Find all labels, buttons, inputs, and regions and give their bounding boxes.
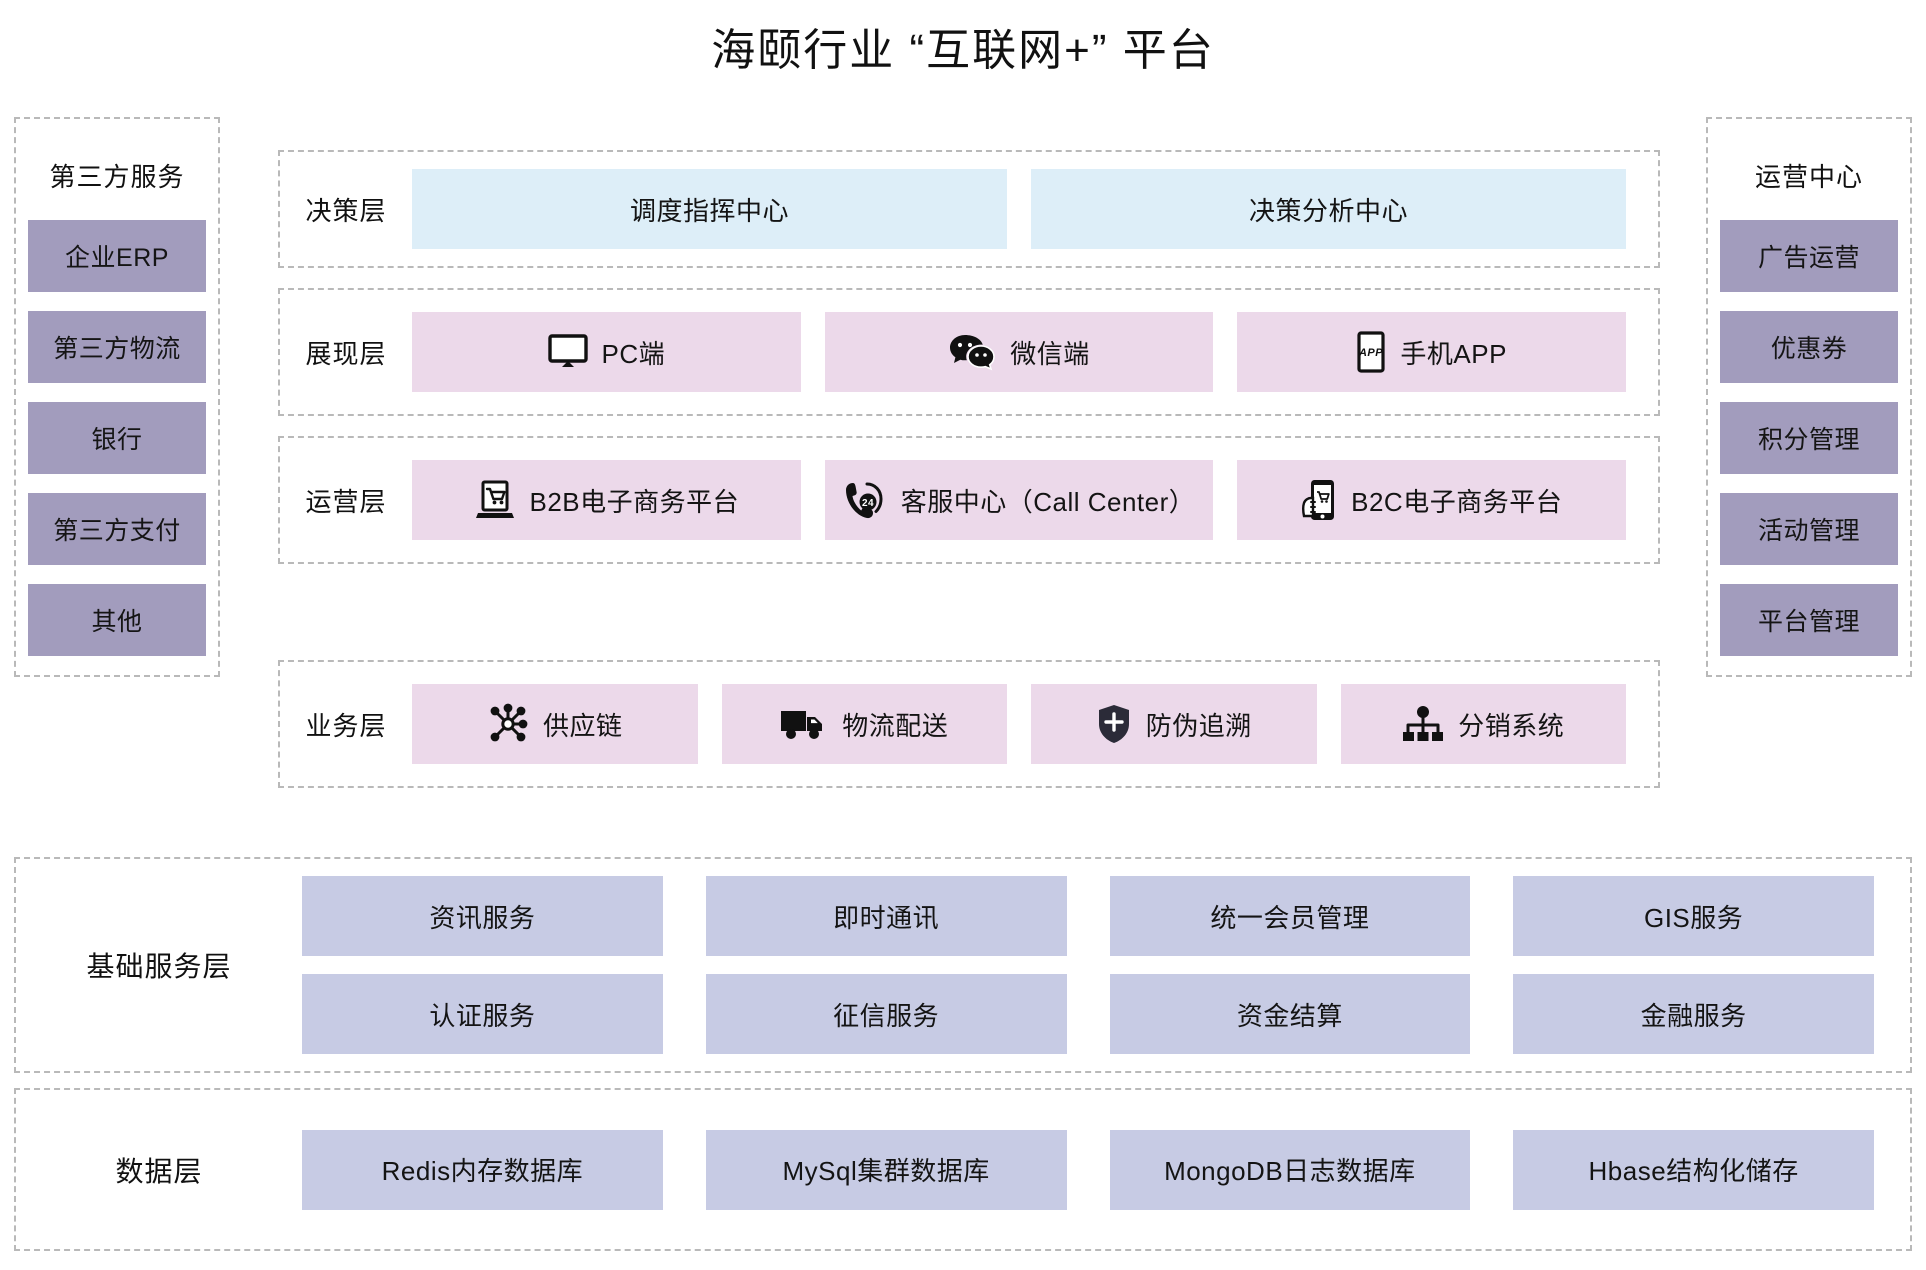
basic-service-item-5[interactable]: 征信服务 — [705, 974, 1067, 1054]
right-panel-operations-center: 运营中心 广告运营 优惠券 积分管理 活动管理 平台管理 — [1706, 117, 1912, 677]
left-panel-item-0[interactable]: 企业ERP — [28, 220, 206, 292]
basic-service-item-6[interactable]: 资金结算 — [1109, 974, 1471, 1054]
band-data-layer: 数据层 Redis内存数据库 MySql集群数据库 MongoDB日志数据库 H… — [14, 1088, 1912, 1251]
svg-text:24: 24 — [862, 498, 874, 509]
data-layer-item-0[interactable]: Redis内存数据库 — [302, 1129, 663, 1210]
cell-label: PC端 — [601, 338, 666, 369]
cell-label: B2C电子商务平台 — [1351, 486, 1563, 517]
left-panel-item-4[interactable]: 其他 — [28, 584, 206, 656]
cell-dispatch-command-center[interactable]: 调度指挥中心 — [412, 169, 1007, 249]
network-nodes-icon — [487, 703, 529, 745]
row-label-decision: 决策层 — [305, 195, 387, 226]
right-panel-item-0[interactable]: 广告运营 — [1720, 220, 1898, 292]
cell-label: B2B电子商务平台 — [529, 486, 740, 517]
cell-label: 客服中心（Call Center） — [900, 486, 1196, 517]
row-decision-layer: 决策层 调度指挥中心 决策分析中心 — [278, 150, 1660, 268]
right-panel-item-3[interactable]: 活动管理 — [1720, 493, 1898, 565]
left-panel-title: 第三方服务 — [49, 162, 185, 192]
basic-service-grid: 资讯服务 即时通讯 统一会员管理 GIS服务 认证服务 征信服务 资金结算 金融… — [302, 876, 1910, 1054]
page-title: 海颐行业 “互联网+” 平台 — [711, 26, 1215, 75]
cell-label: 调度指挥中心 — [629, 195, 789, 226]
left-panel-item-2[interactable]: 银行 — [28, 402, 206, 474]
row-label-operation: 运营层 — [305, 486, 387, 517]
shield-plus-icon — [1096, 703, 1132, 745]
data-layer-item-2[interactable]: MongoDB日志数据库 — [1109, 1129, 1471, 1210]
cell-label: 物流配送 — [842, 710, 949, 741]
basic-service-item-1[interactable]: 即时通讯 — [705, 876, 1067, 956]
cell-customer-service-center[interactable]: 24 客服中心（Call Center） — [824, 460, 1214, 540]
cell-label: 手机APP — [1400, 338, 1507, 369]
cell-logistics-delivery[interactable]: 物流配送 — [721, 684, 1007, 764]
row-business-layer: 业务层 — [278, 660, 1660, 788]
right-panel-item-1[interactable]: 优惠券 — [1720, 311, 1898, 383]
row-label-presentation: 展现层 — [305, 338, 387, 369]
cell-label: 决策分析中心 — [1248, 195, 1408, 226]
phone-24-icon: 24 — [843, 479, 887, 521]
row-label-business: 业务层 — [305, 710, 387, 741]
hierarchy-icon — [1402, 705, 1444, 743]
cell-label: 分销系统 — [1458, 710, 1565, 741]
cell-label: 防伪追溯 — [1145, 710, 1252, 741]
row-cells-decision: 调度指挥中心 决策分析中心 — [412, 152, 1658, 266]
row-cells-business: 供应链 物流配送 — [412, 662, 1658, 786]
mobile-app-icon: APP — [1356, 331, 1386, 373]
hand-phone-cart-icon — [1301, 478, 1337, 522]
data-layer-grid: Redis内存数据库 MySql集群数据库 MongoDB日志数据库 Hbase… — [302, 1129, 1910, 1210]
left-panel-third-party-services: 第三方服务 企业ERP 第三方物流 银行 第三方支付 其他 — [14, 117, 220, 677]
row-operation-layer: 运营层 B2B电子商务平台 — [278, 436, 1660, 564]
cell-label: 微信端 — [1010, 338, 1090, 369]
band-basic-service-layer: 基础服务层 资讯服务 即时通讯 统一会员管理 GIS服务 认证服务 征信服务 资… — [14, 857, 1912, 1073]
cell-wechat-terminal[interactable]: 微信端 — [824, 312, 1214, 392]
cell-decision-analysis-center[interactable]: 决策分析中心 — [1031, 169, 1626, 249]
cell-mobile-app[interactable]: APP 手机APP — [1237, 312, 1627, 392]
cell-b2b-ecommerce-platform[interactable]: B2B电子商务平台 — [412, 460, 801, 540]
cell-b2c-ecommerce-platform[interactable]: B2C电子商务平台 — [1237, 460, 1627, 540]
band-label-data: 数据层 — [115, 1155, 203, 1187]
wechat-icon — [948, 332, 996, 372]
row-presentation-layer: 展现层 PC端 — [278, 288, 1660, 416]
monitor-icon — [547, 334, 588, 370]
cell-supply-chain[interactable]: 供应链 — [412, 684, 698, 764]
cell-distribution-system[interactable]: 分销系统 — [1340, 684, 1626, 764]
data-layer-item-3[interactable]: Hbase结构化储存 — [1513, 1129, 1874, 1210]
left-panel-item-1[interactable]: 第三方物流 — [28, 311, 206, 383]
basic-service-item-2[interactable]: 统一会员管理 — [1109, 876, 1471, 956]
svg-text:APP: APP — [1358, 347, 1383, 359]
row-cells-operation: B2B电子商务平台 24 客服中心（Call Center） — [412, 438, 1658, 562]
band-label-basic-service: 基础服务层 — [86, 951, 232, 982]
left-panel-item-3[interactable]: 第三方支付 — [28, 493, 206, 565]
basic-service-item-0[interactable]: 资讯服务 — [302, 876, 663, 956]
basic-service-item-7[interactable]: 金融服务 — [1513, 974, 1874, 1054]
data-layer-item-1[interactable]: MySql集群数据库 — [705, 1129, 1067, 1210]
basic-service-item-3[interactable]: GIS服务 — [1513, 876, 1874, 956]
right-panel-item-2[interactable]: 积分管理 — [1720, 402, 1898, 474]
cell-label: 供应链 — [542, 710, 623, 741]
right-panel-title: 运营中心 — [1754, 162, 1863, 192]
cell-pc-terminal[interactable]: PC端 — [412, 312, 801, 392]
truck-icon — [780, 707, 828, 741]
right-panel-item-4[interactable]: 平台管理 — [1720, 584, 1898, 656]
row-cells-presentation: PC端 微信端 — [412, 290, 1658, 414]
basic-service-item-4[interactable]: 认证服务 — [302, 974, 663, 1054]
laptop-cart-icon — [474, 479, 516, 521]
cell-anti-counterfeit-tracing[interactable]: 防伪追溯 — [1031, 684, 1317, 764]
